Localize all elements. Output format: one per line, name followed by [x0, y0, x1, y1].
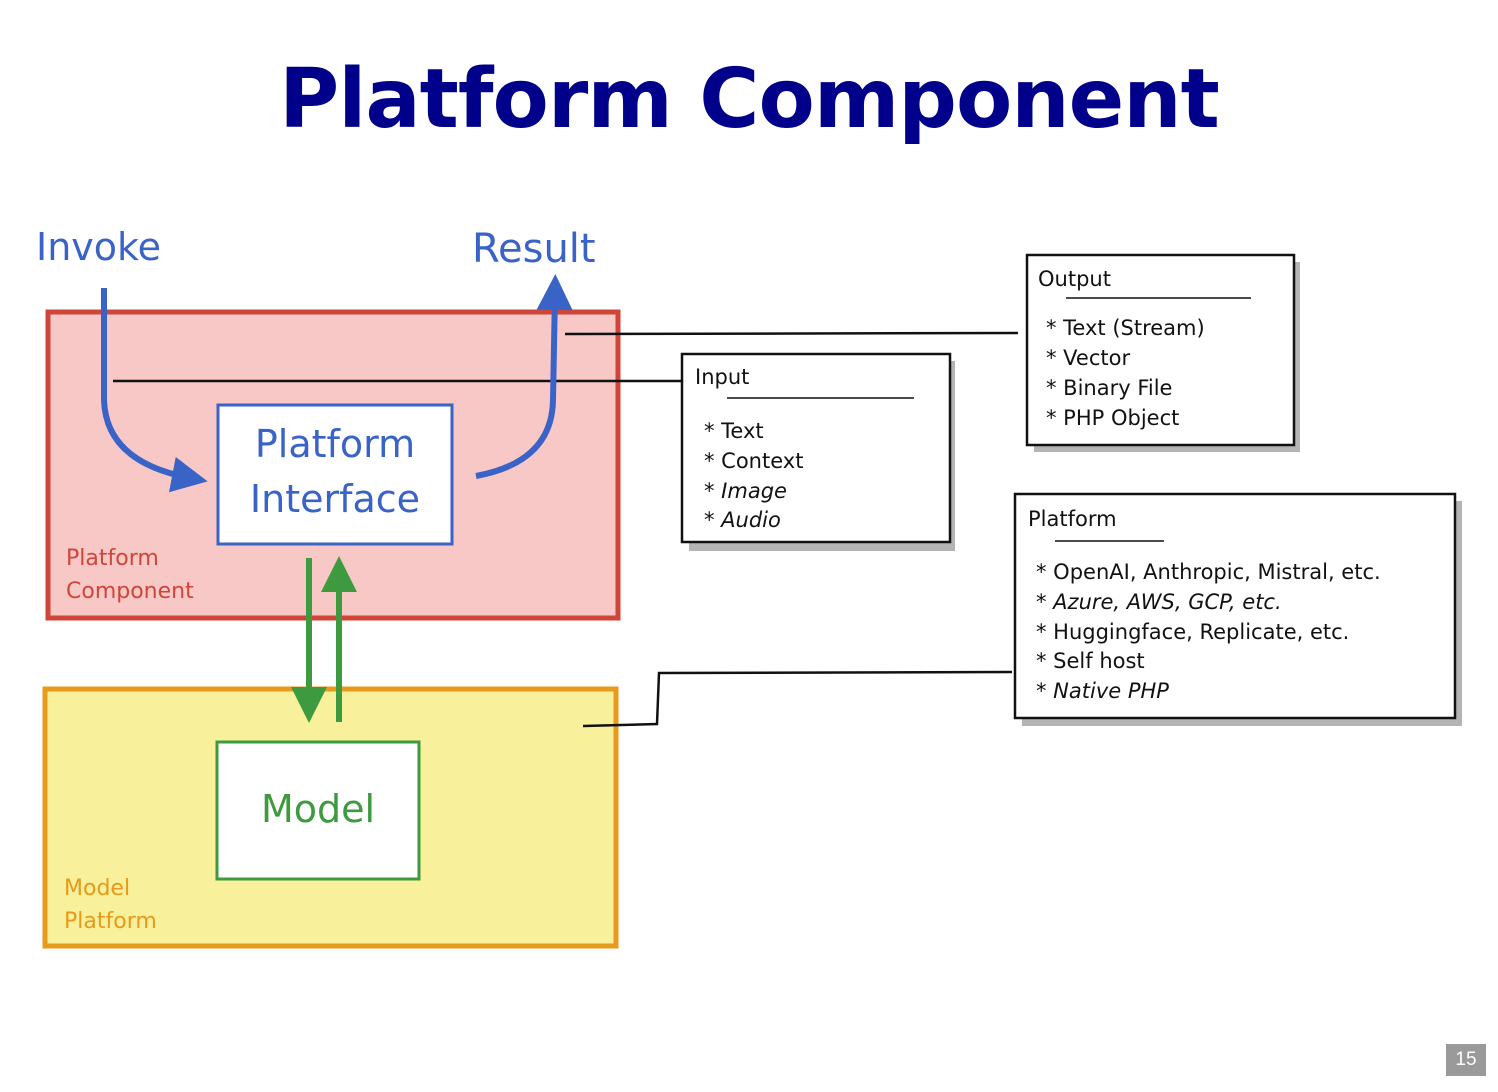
page-number: 15 [1446, 1044, 1486, 1076]
input-item: * Text [704, 419, 764, 443]
output-heading: Output [1038, 267, 1111, 291]
input-box-rect [680, 352, 952, 544]
output-connector-line [564, 331, 1019, 336]
platform-heading: Platform [1028, 507, 1117, 531]
output-item: * PHP Object [1046, 406, 1179, 430]
platform-interface-box: Platform Interface [216, 403, 454, 546]
platform-info-box: Platform * OpenAI, Anthropic, Mistral, e… [1013, 492, 1462, 726]
model-rect [215, 740, 421, 881]
platform-item: * Azure, AWS, GCP, etc. [1036, 590, 1282, 614]
platform-item: * Native PHP [1036, 679, 1169, 703]
platform-item: * OpenAI, Anthropic, Mistral, etc. [1036, 560, 1381, 584]
output-info-box: Output * Text (Stream) * Vector * Binary… [1025, 253, 1300, 452]
output-item: * Text (Stream) [1046, 316, 1205, 340]
result-label: Result [472, 226, 596, 272]
invoke-label: Invoke [36, 225, 161, 269]
platform-interface-rect [216, 403, 454, 546]
platform-interface-label-2: Interface [250, 477, 420, 521]
input-info-box: Input * Text * Context * Image * Audio [680, 352, 955, 551]
output-item: * Vector [1046, 346, 1130, 370]
platform-box-rect [1013, 492, 1457, 720]
output-item: * Binary File [1046, 376, 1172, 400]
input-item: * Audio [704, 508, 781, 532]
output-box-rect [1025, 253, 1296, 447]
platform-item: * Huggingface, Replicate, etc. [1036, 620, 1349, 644]
model-box: Model [215, 740, 421, 881]
model-label: Model [261, 787, 375, 831]
input-item: * Image [704, 479, 787, 503]
platform-component-label-2: Component [66, 579, 194, 604]
result-arrow [475, 274, 573, 479]
platform-component-label-1: Platform [66, 546, 159, 571]
slide-title: Platform Component [279, 52, 1220, 147]
input-item: * Context [704, 449, 803, 473]
model-platform-label-1: Model [64, 876, 130, 901]
platform-interface-label-1: Platform [255, 422, 415, 466]
input-heading: Input [695, 365, 749, 389]
platform-connector-line [582, 670, 1013, 728]
model-platform-label-2: Platform [64, 909, 157, 934]
platform-item: * Self host [1036, 649, 1145, 673]
invoke-arrow [101, 288, 208, 493]
